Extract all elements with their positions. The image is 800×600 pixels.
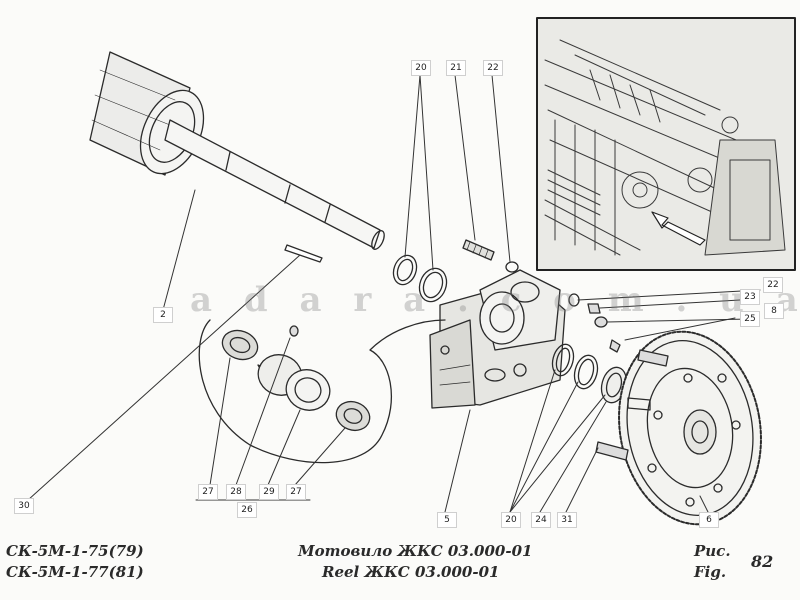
fig-label-english: Fig. bbox=[694, 563, 727, 581]
bearing-group bbox=[198, 319, 446, 464]
inset-photo bbox=[536, 17, 796, 271]
leader-lines bbox=[27, 74, 761, 513]
washers-small bbox=[568, 293, 621, 353]
callout-22-right: 22 bbox=[763, 277, 783, 293]
callout-6: 6 bbox=[699, 512, 719, 528]
callout-23: 23 bbox=[740, 289, 760, 305]
callout-8: 8 bbox=[764, 303, 784, 319]
callout-5: 5 bbox=[437, 512, 457, 528]
callout-21: 21 bbox=[446, 60, 466, 76]
callout-20-upper: 20 bbox=[411, 60, 431, 76]
o-rings-upper bbox=[392, 254, 448, 303]
callout-31: 31 bbox=[557, 512, 577, 528]
reel-drum-shaft bbox=[89, 51, 385, 263]
callout-27-left: 27 bbox=[198, 484, 218, 500]
gearbox-housing bbox=[429, 269, 566, 409]
callout-28: 28 bbox=[226, 484, 246, 500]
callout-26: 26 bbox=[237, 502, 257, 518]
callout-24: 24 bbox=[531, 512, 551, 528]
callout-27-right: 27 bbox=[286, 484, 306, 500]
callout-2: 2 bbox=[153, 307, 173, 323]
model-line-1: СК-5М-1-75(79) bbox=[6, 542, 144, 560]
callout-22-upper: 22 bbox=[483, 60, 503, 76]
callout-30: 30 bbox=[14, 498, 34, 514]
callout-20-lower: 20 bbox=[501, 512, 521, 528]
fig-label-russian: Рис. bbox=[694, 542, 731, 560]
watermark: a d a r a . c o m . u a bbox=[190, 280, 800, 320]
title-russian: Мотовило ЖКС 03.000-01 bbox=[298, 542, 533, 560]
figure-number: 82 bbox=[751, 552, 774, 571]
callout-29: 29 bbox=[259, 484, 279, 500]
sprocket bbox=[595, 330, 762, 526]
title-english: Reel ЖКС 03.000-01 bbox=[322, 563, 500, 581]
model-line-2: СК-5М-1-77(81) bbox=[6, 563, 144, 581]
bolt-and-nut bbox=[462, 239, 519, 273]
callout-25: 25 bbox=[740, 311, 760, 327]
